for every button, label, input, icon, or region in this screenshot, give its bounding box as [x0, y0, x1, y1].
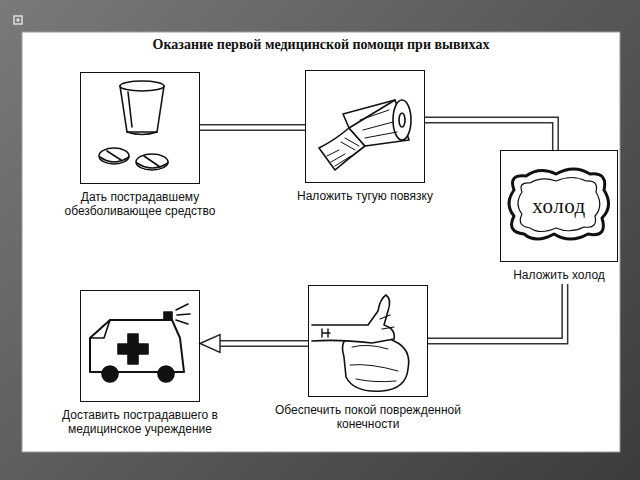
image-frame: [308, 285, 428, 397]
picture-word: холод: [501, 151, 617, 261]
white-panel: [22, 32, 620, 452]
flow-connector: [200, 335, 308, 353]
step-node: Дать пострадавшему обезболивающее средст…: [45, 72, 235, 218]
connector-fill: [219, 342, 308, 346]
flow-connector: [200, 127, 305, 128]
step-caption: Наложить тугую повязку: [270, 189, 460, 203]
flow-connector: [425, 120, 555, 150]
bullet-mark: [17, 19, 20, 22]
step-caption: Доставить пострадавшего в медицинское уч…: [33, 408, 247, 436]
step-node: Наложить тугую повязку: [270, 70, 460, 203]
image-frame: [305, 70, 425, 183]
flow-connector: [428, 284, 565, 341]
cup-pills-illustration: [99, 81, 168, 170]
image-frame: холод: [500, 150, 618, 262]
image-frame: [80, 72, 200, 184]
connector-fill: [428, 284, 565, 341]
step-caption: Дать пострадавшему обезболивающее средст…: [45, 190, 235, 218]
connector-fill: [425, 120, 555, 150]
resting-limb-illustration: [312, 295, 409, 391]
bullet-mark: [14, 16, 22, 24]
step-node: Доставить пострадавшего в медицинское уч…: [33, 290, 247, 436]
connector-outline: [200, 124, 305, 131]
step-caption: Наложить холод: [500, 268, 618, 282]
diagram-title: Оказание первой медицинской помощи при в…: [22, 37, 620, 53]
image-frame: [80, 290, 200, 402]
arrow-head: [200, 335, 220, 353]
ambulance-illustration: [90, 304, 190, 382]
connector-fill: [200, 126, 305, 130]
step-node: холодНаложить холод: [500, 150, 618, 282]
step-node: Обеспечить покой поврежденной конечности: [273, 285, 463, 431]
step-caption: Обеспечить покой поврежденной конечности: [273, 403, 463, 431]
connector-outline: [219, 340, 308, 347]
connector-outline: [428, 284, 565, 341]
bandage-illustration: [319, 100, 411, 170]
connector-outline: [425, 120, 555, 150]
